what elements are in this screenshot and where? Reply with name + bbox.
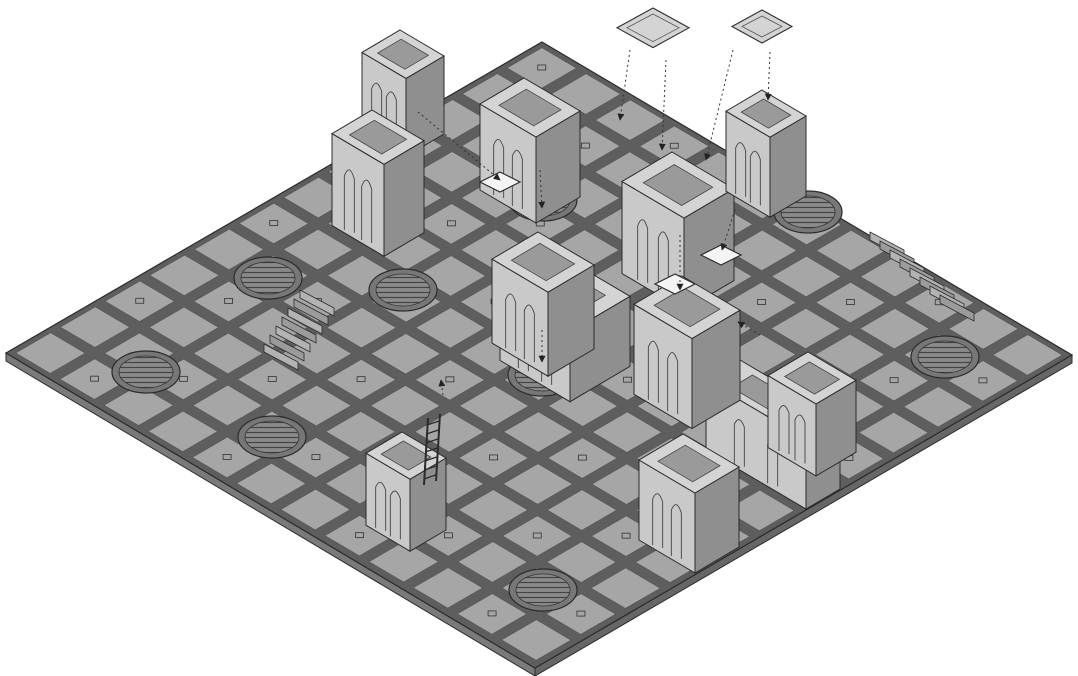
grate-bars xyxy=(516,574,570,606)
grate-bars xyxy=(376,274,430,306)
exploded-roof-plate xyxy=(732,10,792,43)
grate-bars xyxy=(245,421,299,453)
grate-bars xyxy=(241,262,295,294)
grate-bars xyxy=(119,356,173,388)
assembly-guide-arrow xyxy=(768,52,770,100)
tower-module xyxy=(726,90,806,217)
grate-bars xyxy=(918,341,972,373)
